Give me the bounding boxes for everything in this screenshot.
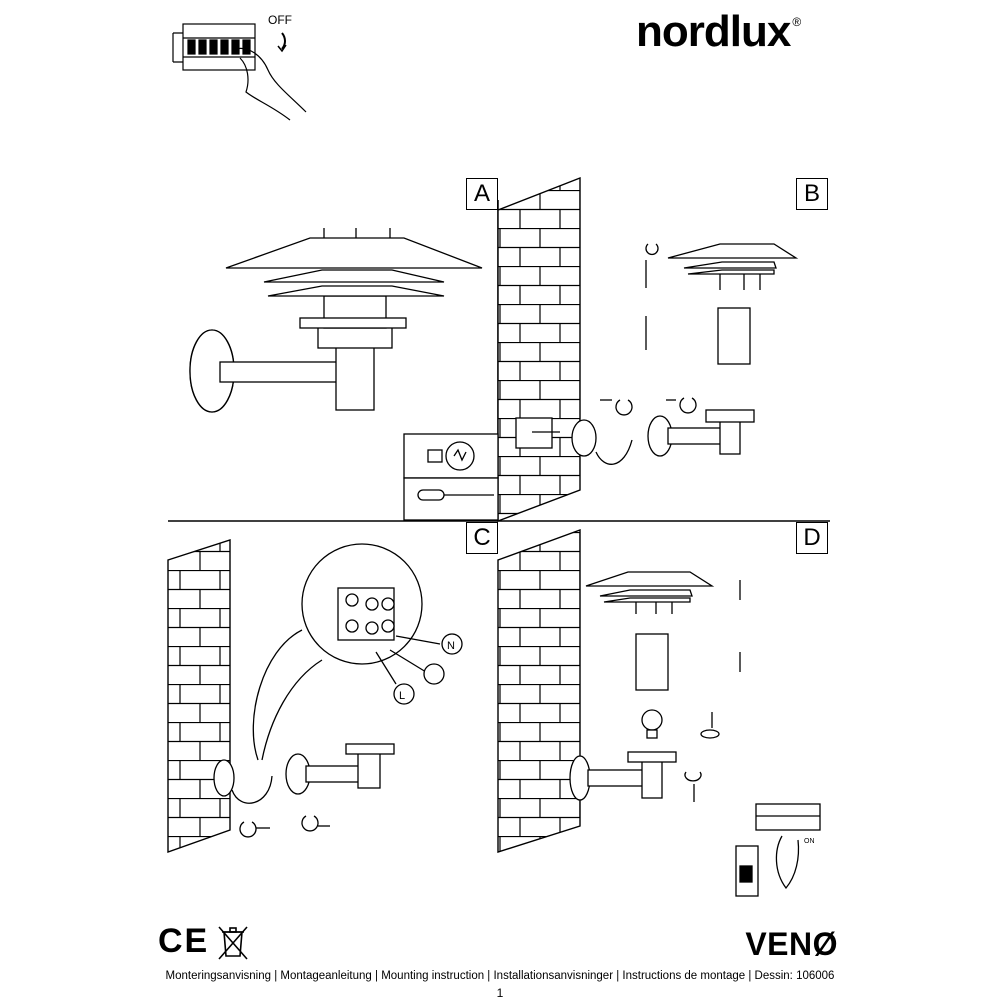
- registered-mark: ®: [792, 15, 801, 29]
- required-tools: [403, 433, 499, 521]
- breaker-off-illustration: [172, 23, 307, 121]
- exploded-parts-b: [515, 243, 799, 465]
- lamp-assembled-illustration: [189, 228, 483, 413]
- wiring-detail-c: [213, 543, 463, 838]
- reassembly-d: [569, 571, 821, 897]
- panel-label-a: A: [466, 178, 498, 210]
- brand-name: nordlux: [636, 7, 791, 56]
- product-name: VENØ: [745, 926, 838, 962]
- panel-label-c: C: [466, 522, 498, 554]
- footer-instructions: Monteringsanvisning | Montageanleitung |…: [165, 970, 835, 982]
- brick-wall-c: [167, 539, 231, 853]
- off-label: OFF: [268, 13, 292, 27]
- panel-label-b: B: [796, 178, 828, 210]
- panel-label-d: D: [796, 522, 828, 554]
- ce-mark: CE: [158, 922, 210, 960]
- on-label: ON: [804, 838, 815, 845]
- weee-bin-icon: [218, 926, 248, 960]
- neutral-label: N: [447, 640, 455, 652]
- brick-wall-d: [497, 528, 581, 853]
- brick-wall-b: [497, 176, 581, 523]
- live-label: L: [399, 690, 405, 702]
- page-number: 1: [496, 986, 504, 1000]
- brand-logo: nordlux®: [636, 7, 801, 56]
